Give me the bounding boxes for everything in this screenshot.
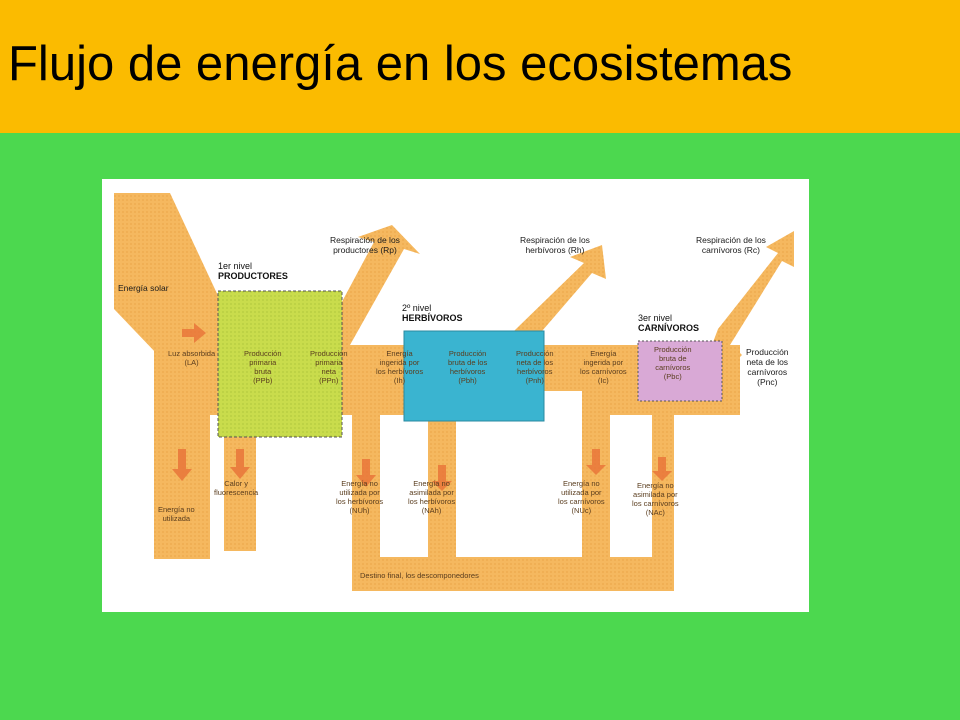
level3-label: 3er nivel CARNÍVOROS bbox=[638, 313, 699, 333]
herbivores-box bbox=[403, 330, 545, 422]
carnivores-respiration-band bbox=[712, 231, 794, 345]
heat-band bbox=[224, 415, 256, 551]
flow-shapes bbox=[114, 193, 794, 591]
level2-number: 2º nivel bbox=[402, 303, 432, 313]
level3-number: 3er nivel bbox=[638, 313, 673, 323]
producers-box bbox=[217, 290, 343, 438]
nuc-band bbox=[582, 391, 610, 567]
down-arrow-icon bbox=[652, 457, 672, 481]
solar-energy-label: Energía solar bbox=[118, 283, 169, 293]
down-arrow-icon bbox=[172, 449, 192, 481]
level2-label: 2º nivel HERBÍVOROS bbox=[402, 303, 463, 323]
title-bar: Flujo de energía en los ecosistemas bbox=[0, 0, 960, 133]
level3-name: CARNÍVOROS bbox=[638, 323, 700, 333]
right-arrow-icon bbox=[182, 323, 206, 343]
down-arrow-icon bbox=[432, 465, 452, 491]
pnc-arrow bbox=[730, 347, 742, 363]
level2-name: HERBÍVOROS bbox=[402, 313, 463, 323]
level1-name: PRODUCTORES bbox=[218, 271, 288, 281]
down-arrow-icon bbox=[586, 449, 606, 475]
decomposers-band bbox=[352, 557, 674, 591]
slide-title: Flujo de energía en los ecosistemas bbox=[8, 37, 793, 91]
decomposers-label: Destino final, los descomponedores bbox=[360, 571, 479, 580]
light-absorbed-label: Luz absorbida(LA) bbox=[168, 349, 216, 367]
carnivores-box bbox=[637, 340, 723, 402]
down-arrow-icon bbox=[356, 459, 376, 487]
producers-respiration-band bbox=[302, 225, 420, 345]
level1-label: 1er nivel PRODUCTORES bbox=[218, 261, 288, 281]
down-arrow-icon bbox=[230, 449, 250, 479]
energy-flow-diagram: Energía solar 1er nivel PRODUCTORES 2º n… bbox=[102, 179, 809, 612]
herbivores-respiration-band bbox=[500, 245, 606, 345]
level1-number: 1er nivel bbox=[218, 261, 253, 271]
